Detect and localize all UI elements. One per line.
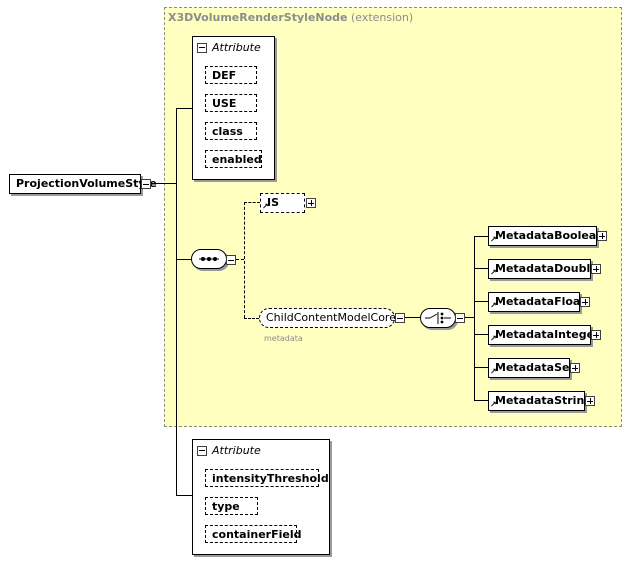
attribute[interactable]: enabled	[205, 150, 262, 168]
is-element[interactable]: IS ↗	[260, 193, 305, 213]
connector	[474, 400, 488, 401]
reference-arrow-icon: ↗	[490, 235, 497, 244]
expand-icon[interactable]	[306, 198, 316, 208]
group-reference[interactable]: ChildContentModelCore	[259, 308, 396, 328]
expand-icon[interactable]	[585, 396, 595, 406]
connector	[474, 334, 488, 335]
choice-element[interactable]: MetadataInteger ↗	[488, 325, 599, 345]
sequence-compositor[interactable]	[191, 249, 227, 269]
connector	[474, 236, 488, 237]
connector	[244, 202, 245, 318]
expand-icon[interactable]	[580, 297, 590, 307]
reference-arrow-icon: ↗	[262, 202, 269, 211]
attribute[interactable]: containerField	[205, 525, 301, 543]
connector	[474, 301, 488, 302]
attribute-group-header: Attribute	[197, 444, 261, 457]
choice-element[interactable]: MetadataSet ↗	[488, 358, 575, 378]
group-reference-label: ChildContentModelCore	[266, 311, 396, 324]
connector	[474, 268, 488, 269]
collapse-icon[interactable]	[197, 445, 207, 456]
is-element-label: IS	[267, 196, 280, 209]
root-element-label: ProjectionVolumeStyle	[16, 177, 157, 190]
choice-element[interactable]: MetadataBoolean ↗	[488, 226, 604, 246]
choice-icon	[425, 312, 451, 324]
connector	[465, 317, 474, 318]
collapse-icon[interactable]	[395, 313, 405, 323]
attribute[interactable]: class	[205, 122, 257, 140]
attribute[interactable]: DEF	[205, 66, 257, 84]
choice-element[interactable]: MetadataFloat ↗	[488, 292, 586, 312]
collapse-icon[interactable]	[455, 313, 465, 323]
connector	[176, 108, 192, 109]
connector	[176, 108, 177, 496]
choice-element-label: MetadataSet	[495, 361, 575, 374]
choice-compositor[interactable]	[420, 308, 456, 328]
expand-icon[interactable]	[597, 231, 607, 241]
group-caption: metadata	[264, 334, 303, 343]
expand-icon[interactable]	[570, 363, 580, 373]
reference-arrow-icon: ↗	[490, 400, 497, 409]
collapse-icon[interactable]	[226, 255, 236, 265]
sequence-icon	[199, 257, 219, 261]
extension-title: X3DVolumeRenderStyleNode (extension)	[168, 11, 414, 24]
choice-element[interactable]: MetadataDouble ↗	[488, 259, 598, 279]
choice-element-label: MetadataString	[495, 394, 593, 407]
attribute[interactable]: USE	[205, 94, 257, 112]
choice-element-label: MetadataFloat	[495, 295, 586, 308]
choice-element[interactable]: MetadataString ↗	[488, 391, 592, 411]
collapse-icon[interactable]	[141, 179, 151, 189]
reference-arrow-icon: ↗	[490, 334, 497, 343]
choice-element-label: MetadataDouble	[495, 262, 598, 275]
expand-icon[interactable]	[591, 264, 601, 274]
choice-element-label: MetadataBoolean	[495, 229, 605, 242]
reference-arrow-icon: ↗	[490, 268, 497, 277]
attribute-group-title: Attribute	[212, 41, 261, 54]
attribute-group-header: Attribute	[197, 41, 261, 54]
attribute-group-title: Attribute	[212, 444, 261, 457]
connector	[474, 236, 475, 401]
reference-arrow-icon: ↗	[490, 301, 497, 310]
choice-element-label: MetadataInteger	[495, 328, 600, 341]
connector	[244, 202, 260, 203]
root-element[interactable]: ProjectionVolumeStyle	[9, 174, 157, 194]
expand-icon[interactable]	[591, 330, 601, 340]
connector	[405, 317, 421, 318]
attribute[interactable]: intensityThreshold	[205, 469, 329, 487]
connector	[176, 259, 191, 260]
connector	[474, 367, 488, 368]
collapse-icon[interactable]	[197, 42, 207, 53]
reference-arrow-icon: ↗	[490, 367, 497, 376]
connector	[236, 259, 244, 260]
connector	[151, 183, 177, 184]
attribute[interactable]: type	[205, 497, 258, 515]
connector	[244, 318, 259, 319]
connector	[176, 495, 192, 496]
